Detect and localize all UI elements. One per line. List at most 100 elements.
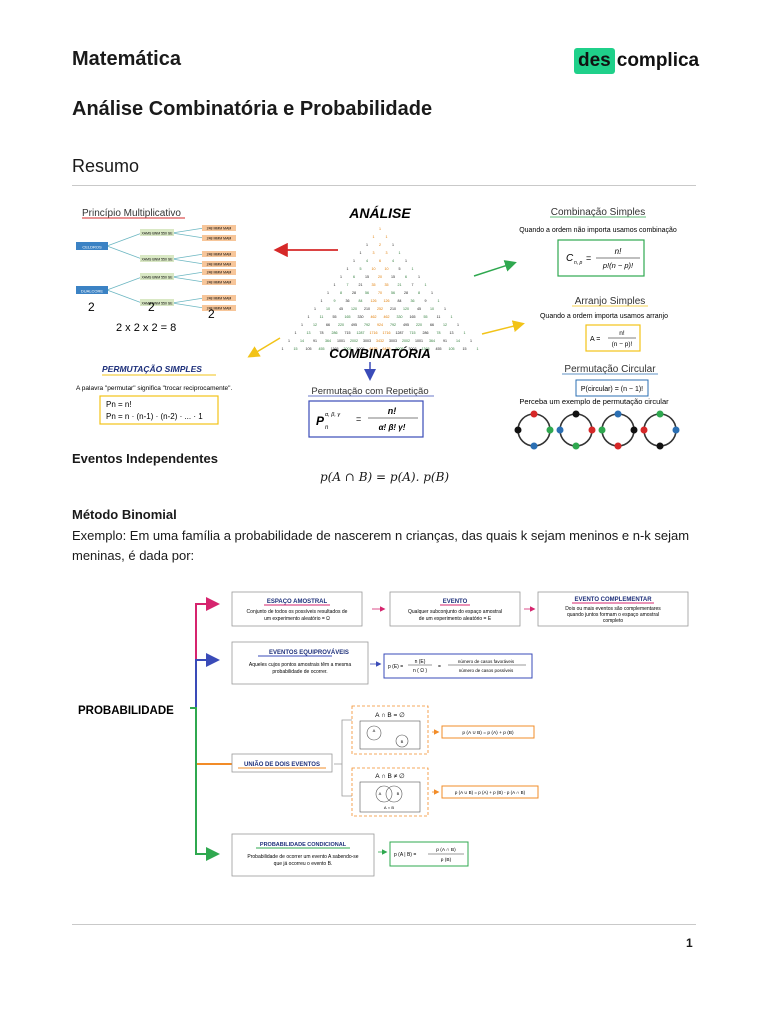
- perm-simples-line1: Pn = n!: [106, 400, 132, 409]
- pascal-number: 3003: [389, 339, 397, 343]
- pascal-number: 4: [392, 259, 394, 263]
- pascal-number: 36: [411, 299, 415, 303]
- condicional-formula-num: p (A ∩ B): [436, 847, 456, 853]
- pascal-number: 13: [307, 331, 311, 335]
- perm-rep-sup: α, β, γ: [325, 412, 341, 418]
- pascal-number: 220: [338, 323, 344, 327]
- section-title: Resumo: [72, 156, 140, 176]
- pascal-number: 35: [372, 283, 376, 287]
- disjoint-box: [351, 705, 429, 755]
- tree-leaf-nodes: 248 MMM MAM 248 MMM MAM 248 MMM MAM 248 …: [202, 225, 236, 311]
- pascal-number: 3432: [376, 339, 384, 343]
- pascal-number: 1716: [383, 331, 391, 335]
- equi-formula-eq: =: [438, 664, 441, 670]
- pascal-number: 286: [423, 331, 429, 335]
- pascal-number: 715: [410, 331, 416, 335]
- svg-text:XAMS BNM 550 SE: XAMS BNM 550 SE: [141, 258, 173, 262]
- pascal-number: 11: [320, 315, 324, 319]
- perm-rep-title: Permutação com Repetição: [311, 386, 428, 397]
- perm-rep-p: P: [316, 414, 325, 428]
- pascal-number: 10: [430, 307, 434, 311]
- pascal-number: 3: [386, 251, 388, 255]
- pascal-number: 792: [390, 323, 396, 327]
- pascal-number: 5005: [396, 347, 404, 351]
- svg-text:248 MMM MAM: 248 MMM MAM: [207, 307, 232, 311]
- pascal-number: 715: [345, 331, 351, 335]
- pascal-number: 84: [359, 299, 363, 303]
- combinatoria-diagram: Princípio Multiplicativo CELDROS DUALCOR…: [76, 205, 680, 450]
- pascal-number: 1: [327, 291, 329, 295]
- circle-seat: [546, 426, 554, 434]
- svg-text:XAMS BNM 550 SE: XAMS BNM 550 SE: [141, 302, 173, 306]
- pascal-number: 792: [364, 323, 370, 327]
- equi-formula-lhs: p (E) =: [388, 664, 403, 670]
- eventos-formula: p(A ∩ B) = p(A). p(B): [320, 470, 450, 484]
- comb-formula-num: n!: [615, 247, 622, 256]
- complementar-desc3: completo: [603, 618, 624, 624]
- equiprovaveis-formula-box: [383, 653, 533, 679]
- pascal-number: 1: [477, 347, 479, 351]
- pascal-number: 6: [405, 275, 407, 279]
- pascal-number: 1287: [357, 331, 365, 335]
- arranjo-desc: Quando a ordem importa usamos arranjo: [540, 313, 668, 320]
- pascal-number: 1: [431, 291, 433, 295]
- pascal-number: 21: [398, 283, 402, 287]
- pascal-number: 1: [464, 331, 466, 335]
- circle-seat: [656, 410, 664, 418]
- circle-arrangement: [517, 413, 551, 447]
- page-title: Análise Combinatória e Probabilidade: [72, 98, 433, 120]
- pascal-number: 3: [373, 251, 375, 255]
- eventos-title: Eventos Independentes: [72, 451, 218, 466]
- pascal-number: 1: [347, 267, 349, 271]
- circle-seat: [614, 442, 622, 450]
- binomial-title: Método Binomial: [72, 507, 177, 522]
- svg-text:XAMS BNM 550 SE: XAMS BNM 550 SE: [141, 276, 173, 280]
- pascal-number: 2: [379, 243, 381, 247]
- perm-rep-num: n!: [388, 406, 397, 416]
- disjoint-circle-b: [395, 734, 409, 748]
- circle-seat: [588, 426, 596, 434]
- pascal-number: 15: [463, 347, 467, 351]
- evento-desc2: de um experimento aleatório = E: [419, 616, 492, 622]
- pascal-number: 10: [372, 267, 376, 271]
- pascal-number: 1: [392, 243, 394, 247]
- tree-node-dualcore: [76, 286, 108, 294]
- pascal-number: 1: [314, 307, 316, 311]
- pascal-number: 15: [391, 275, 395, 279]
- complementar-desc1: Dois ou mais eventos são complementares: [565, 606, 661, 612]
- pascal-number: 330: [397, 315, 403, 319]
- perm-rep-sub: n: [325, 425, 329, 431]
- pascal-number: 210: [390, 307, 396, 311]
- pascal-number: 105: [306, 347, 312, 351]
- uniao-subbranches: [334, 719, 352, 797]
- equiprovaveis-box: [231, 641, 369, 685]
- circle-arrangement: [643, 413, 677, 447]
- pascal-number: 2002: [402, 339, 410, 343]
- pascal-number: 66: [326, 323, 330, 327]
- pascal-number: 1365: [331, 347, 339, 351]
- pascal-number: 1: [425, 283, 427, 287]
- pascal-number: 1287: [396, 331, 404, 335]
- pascal-number: 1: [470, 339, 472, 343]
- pascal-number: 1716: [370, 331, 378, 335]
- perm-circ-example: [514, 410, 680, 450]
- arrow-to-arranjo: [481, 320, 525, 335]
- pascal-number: 3003: [363, 339, 371, 343]
- comb-formula-sub: n, p: [574, 260, 583, 266]
- logo-rest: complica: [616, 50, 700, 71]
- pascal-number: 1: [353, 259, 355, 263]
- pascal-number: 6: [379, 259, 381, 263]
- count-b: 2: [148, 300, 155, 314]
- pascal-number: 462: [384, 315, 390, 319]
- pascal-number: 3003: [344, 347, 352, 351]
- pascal-number: 3003: [409, 347, 417, 351]
- condicional-box: [231, 833, 375, 877]
- product-text: 2 x 2 x 2 = 8: [116, 322, 176, 334]
- pascal-number: 1: [366, 243, 368, 247]
- binomial-text: Exemplo: Em uma família a probabilidade …: [72, 528, 690, 563]
- pascal-number: 1: [399, 251, 401, 255]
- perm-circ-desc: Perceba um exemplo de permutação circula…: [519, 397, 669, 406]
- pascal-number: 7: [347, 283, 349, 287]
- pascal-number: 1: [334, 283, 336, 287]
- circle-seat: [640, 426, 648, 434]
